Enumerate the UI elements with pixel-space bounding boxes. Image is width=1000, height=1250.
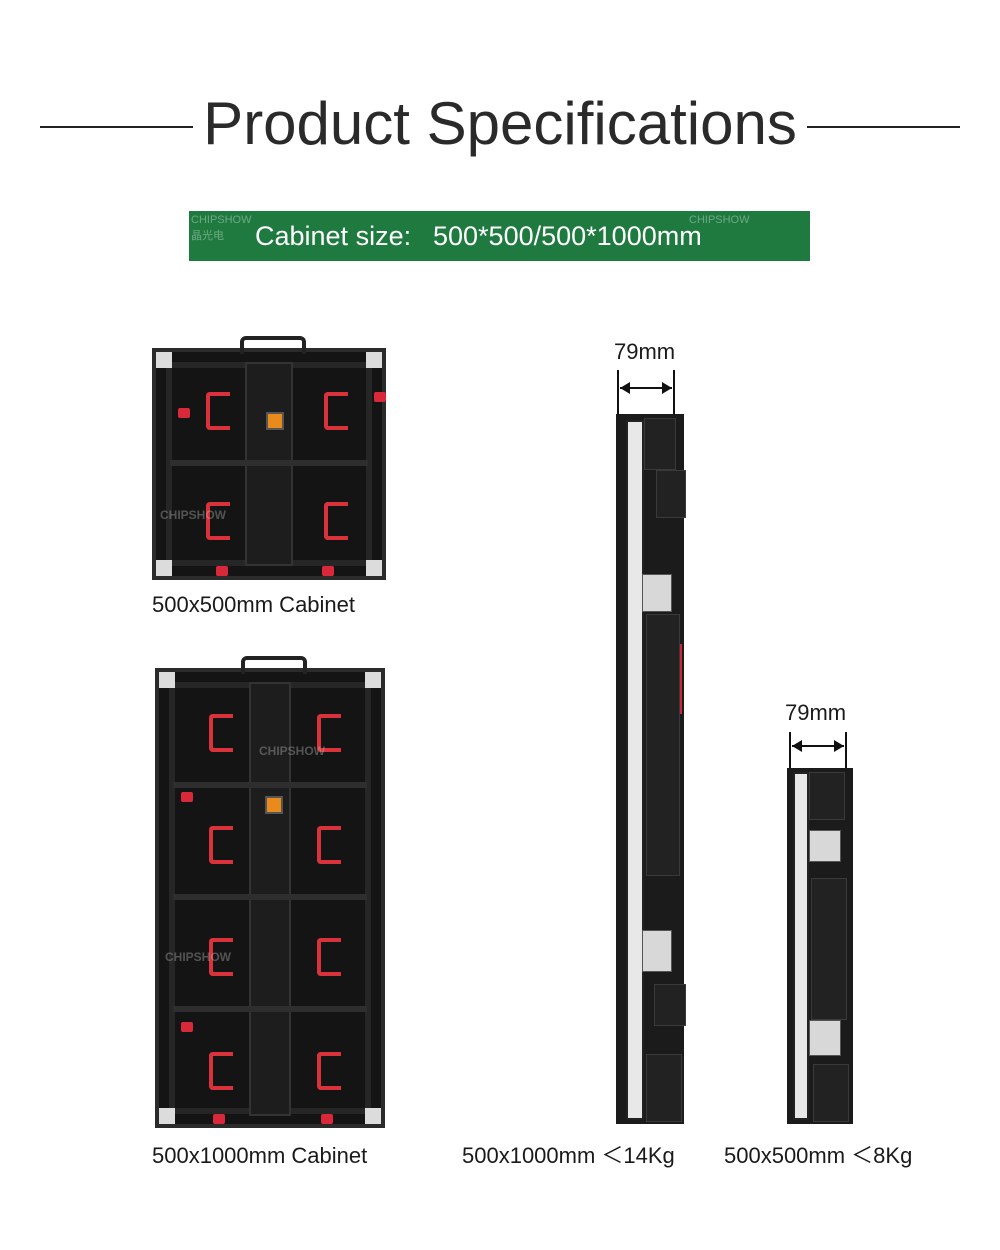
red-lock-marker [213,1114,225,1124]
cabinet-size-banner: CHIPSHOW 晶光电 CHIPSHOW Cabinet size: 500*… [189,211,810,261]
depth-label-short: 79mm [785,700,847,725]
module-latch [317,826,341,864]
side-block [813,1064,849,1122]
banner-label: Cabinet size: [255,221,412,251]
caption-tall-weight: 500x1000mm ＜14Kg [462,1143,675,1168]
side-block [809,772,845,820]
red-lock-marker [216,566,228,576]
cross-rib [170,460,368,466]
lock-plate [642,574,672,612]
power-connector [266,412,284,430]
carry-handle [241,656,307,674]
front-rail [793,772,809,1120]
page-title-row: Product Specifications [0,88,1000,160]
depth-dimension-short [789,732,847,772]
side-block [646,614,680,876]
banner-value: 500*500/500*1000mm [433,221,702,251]
caption-500x1000-cabinet: 500x1000mm Cabinet [152,1143,368,1168]
module-latch [324,502,348,540]
module-latch [209,938,233,976]
cross-rib [173,1006,367,1012]
depth-dimension-tall [617,370,675,416]
side-block [644,418,676,470]
red-lock-marker [178,408,190,418]
corner-guard [365,1108,381,1124]
banner-watermark-right: CHIPSHOW [689,214,750,226]
module-latch [206,392,230,430]
red-lock-marker [374,392,386,402]
front-rail [626,420,644,1120]
side-block [654,984,686,1026]
page-title: Product Specifications [193,90,807,157]
corner-guard [366,560,382,576]
cabinet-500x1000-image: CHIPSHOW CHIPSHOW [155,656,385,1128]
red-lock-marker [181,792,193,802]
corner-guard [365,672,381,688]
module-latch [206,502,230,540]
side-block [646,1054,682,1122]
red-lock-marker [181,1022,193,1032]
cabinet-watermark: CHIPSHOW [160,508,226,522]
red-lock-marker [321,1114,333,1124]
cabinet-watermark: CHIPSHOW [259,744,325,758]
title-rule-left [40,126,196,128]
lock-plate [809,830,841,862]
banner-watermark-logo: CHIPSHOW [191,214,252,226]
caption-500x500-cabinet: 500x500mm Cabinet [152,592,356,617]
caption-short-weight: 500x500mm ＜8Kg [724,1143,913,1168]
side-block [811,878,847,1020]
banner-watermark-cn: 晶光电 [191,230,224,242]
carry-handle [240,336,306,354]
lock-plate [642,930,672,972]
corner-guard [156,352,172,368]
cabinet-500x500-image: CHIPSHOW [152,336,386,580]
side-view-500x500-image [787,768,853,1124]
corner-guard [156,560,172,576]
module-latch [209,1052,233,1090]
module-latch [317,1052,341,1090]
corner-guard [366,352,382,368]
title-rule-right [804,126,960,128]
red-lock-marker [322,566,334,576]
module-latch [317,714,341,752]
cross-rib [173,894,367,900]
module-latch [209,826,233,864]
lock-plate [809,1020,841,1056]
module-latch [317,938,341,976]
cabinet-watermark: CHIPSHOW [165,950,231,964]
side-view-500x1000-image [616,414,686,1124]
corner-guard [159,1108,175,1124]
module-latch [324,392,348,430]
module-latch [209,714,233,752]
corner-guard [159,672,175,688]
depth-label-tall: 79mm [614,339,676,364]
side-block [656,470,686,518]
power-connector [265,796,283,814]
cross-rib [173,782,367,788]
